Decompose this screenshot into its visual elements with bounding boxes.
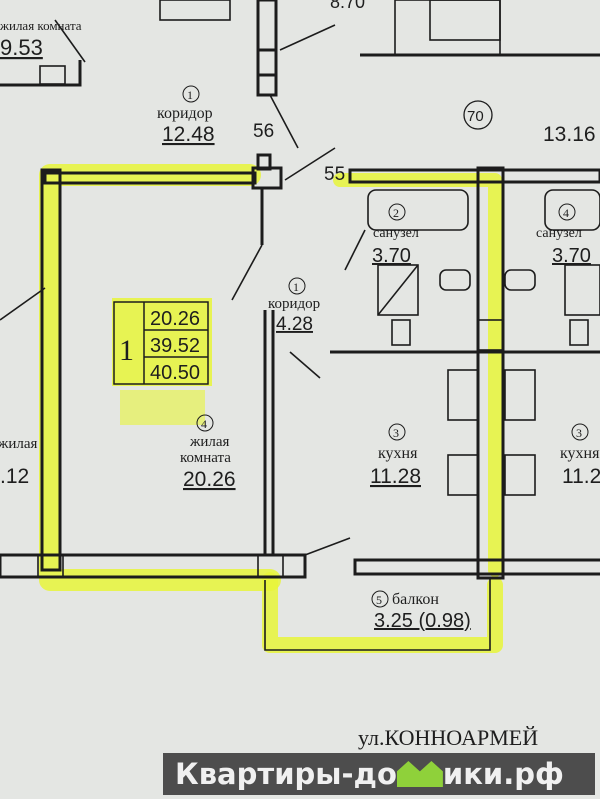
watermark-text-left: Квартиры-до bbox=[175, 757, 397, 791]
living-room-number: 4 bbox=[201, 417, 207, 431]
top-left-room-name: жилая комната bbox=[0, 18, 82, 33]
apartment-highlight bbox=[39, 164, 503, 653]
marker-55: 55 bbox=[324, 164, 345, 185]
bathroom-right-area: 3.70 bbox=[552, 245, 591, 267]
area-summary-box: 1 20.26 39.52 40.50 bbox=[113, 301, 209, 385]
right-top-area: 13.16 bbox=[543, 123, 596, 146]
corridor-name: коридор bbox=[268, 296, 320, 312]
watermark: Квартиры-до ики.рф bbox=[163, 753, 595, 795]
total-area: 39.52 bbox=[150, 335, 200, 357]
marker-56: 56 bbox=[253, 121, 274, 142]
balcony-number: 5 bbox=[376, 593, 382, 607]
kitchen-number: 3 bbox=[393, 426, 399, 440]
room-labels: жилая комната 9.53 8.70 1 коридор 12.48 … bbox=[0, 0, 600, 750]
bathroom-right-number: 4 bbox=[563, 206, 569, 220]
kitchen-right-name: кухня bbox=[560, 445, 600, 462]
top-center-area: 8.70 bbox=[330, 0, 365, 12]
living-room-name-1: жилая bbox=[189, 434, 230, 450]
balcony-area: 3.25 (0.98) bbox=[374, 610, 471, 632]
total-with-balcony: 40.50 bbox=[150, 362, 200, 384]
bathroom-number: 2 bbox=[393, 206, 399, 220]
corridor-number: 1 bbox=[293, 280, 299, 294]
left-room-area: .12 bbox=[0, 465, 29, 488]
living-room-name-2: комната bbox=[180, 450, 231, 466]
apartment-number: 70 bbox=[467, 108, 484, 125]
kitchen-right-number: 3 bbox=[576, 426, 582, 440]
corridor-main-area: 12.48 bbox=[162, 123, 215, 146]
bathroom-name: санузел bbox=[373, 226, 419, 241]
kitchen-name: кухня bbox=[378, 445, 418, 462]
left-room-name: жилая bbox=[0, 436, 38, 452]
top-left-room-area: 9.53 bbox=[0, 35, 43, 60]
corridor-main-number: 1 bbox=[187, 88, 193, 102]
kitchen-right-area: 11.2 bbox=[562, 465, 600, 488]
living-room-area: 20.26 bbox=[183, 468, 236, 491]
balcony-name: балкон bbox=[392, 591, 439, 608]
house-logo-icon bbox=[396, 761, 443, 787]
rooms-count: 1 bbox=[119, 334, 134, 367]
walls bbox=[0, 0, 600, 651]
corridor-main-name: коридор bbox=[157, 105, 213, 122]
living-area: 20.26 bbox=[150, 308, 200, 330]
corridor-area: 4.28 bbox=[276, 314, 313, 335]
street-name: ул.КОННОАРМЕЙ bbox=[358, 725, 538, 750]
bathroom-area: 3.70 bbox=[372, 245, 411, 267]
kitchen-area: 11.28 bbox=[370, 465, 421, 488]
watermark-text-right: ики.рф bbox=[442, 757, 564, 791]
bathroom-right-name: санузел bbox=[536, 226, 582, 241]
